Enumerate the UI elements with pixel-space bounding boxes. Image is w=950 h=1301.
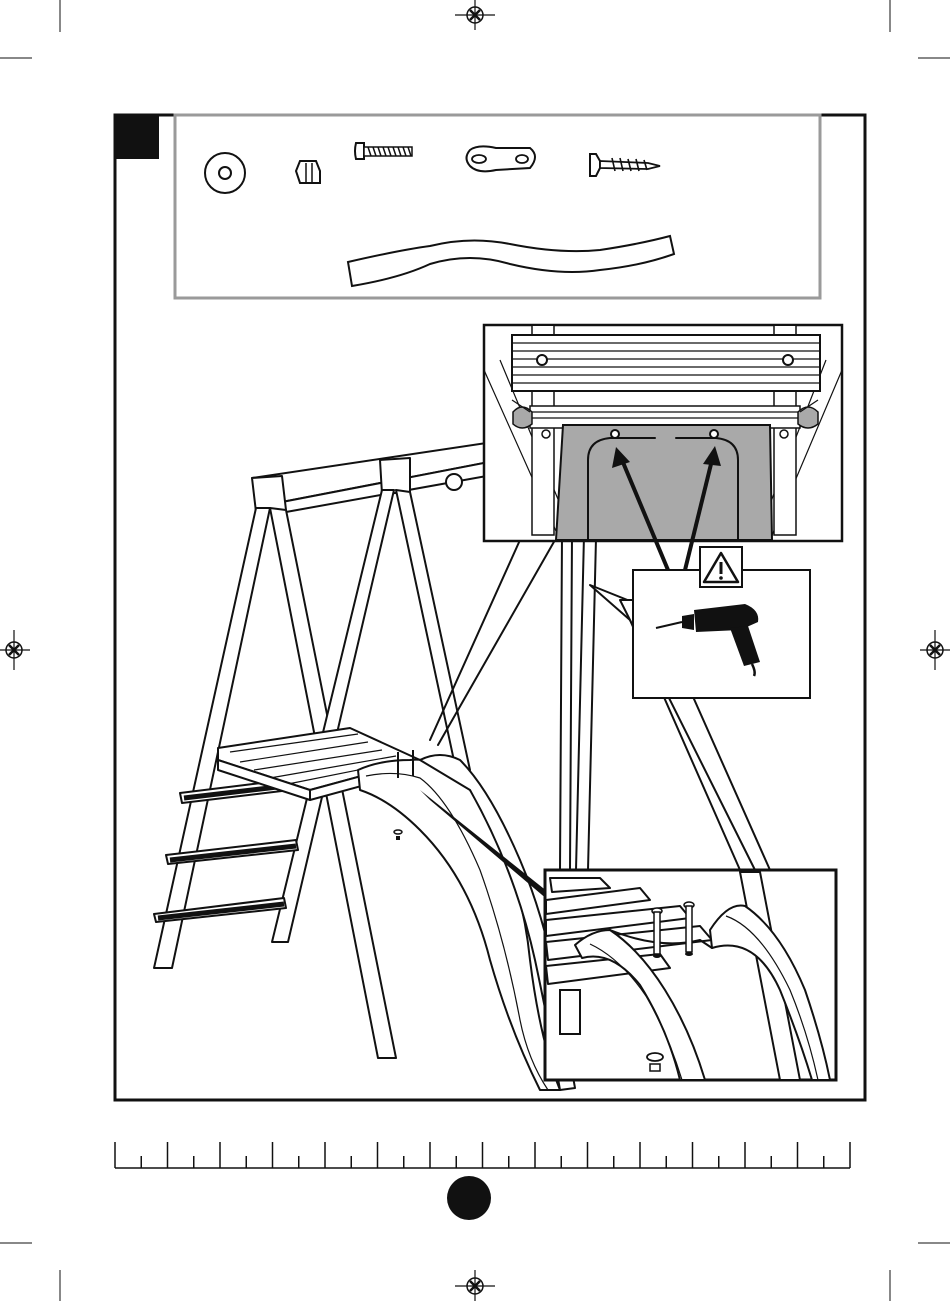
registration-mark-top <box>455 0 495 30</box>
bolt-right <box>684 902 694 956</box>
parts-panel <box>175 115 820 298</box>
slide-top-attachment <box>484 325 842 541</box>
registration-mark-bottom <box>455 1270 495 1301</box>
washer-icon <box>205 153 245 193</box>
nut-icon <box>296 161 320 183</box>
registration-mark-left <box>0 630 30 670</box>
measuring-ruler <box>115 1142 850 1168</box>
bolt-left <box>652 908 662 958</box>
registration-mark-right <box>920 630 950 670</box>
step-badge <box>115 115 159 159</box>
page-number-badge <box>447 1176 491 1220</box>
slide-bolt-attachment <box>545 870 836 1080</box>
drill-warning <box>633 547 810 698</box>
bracket-icon <box>467 146 536 171</box>
